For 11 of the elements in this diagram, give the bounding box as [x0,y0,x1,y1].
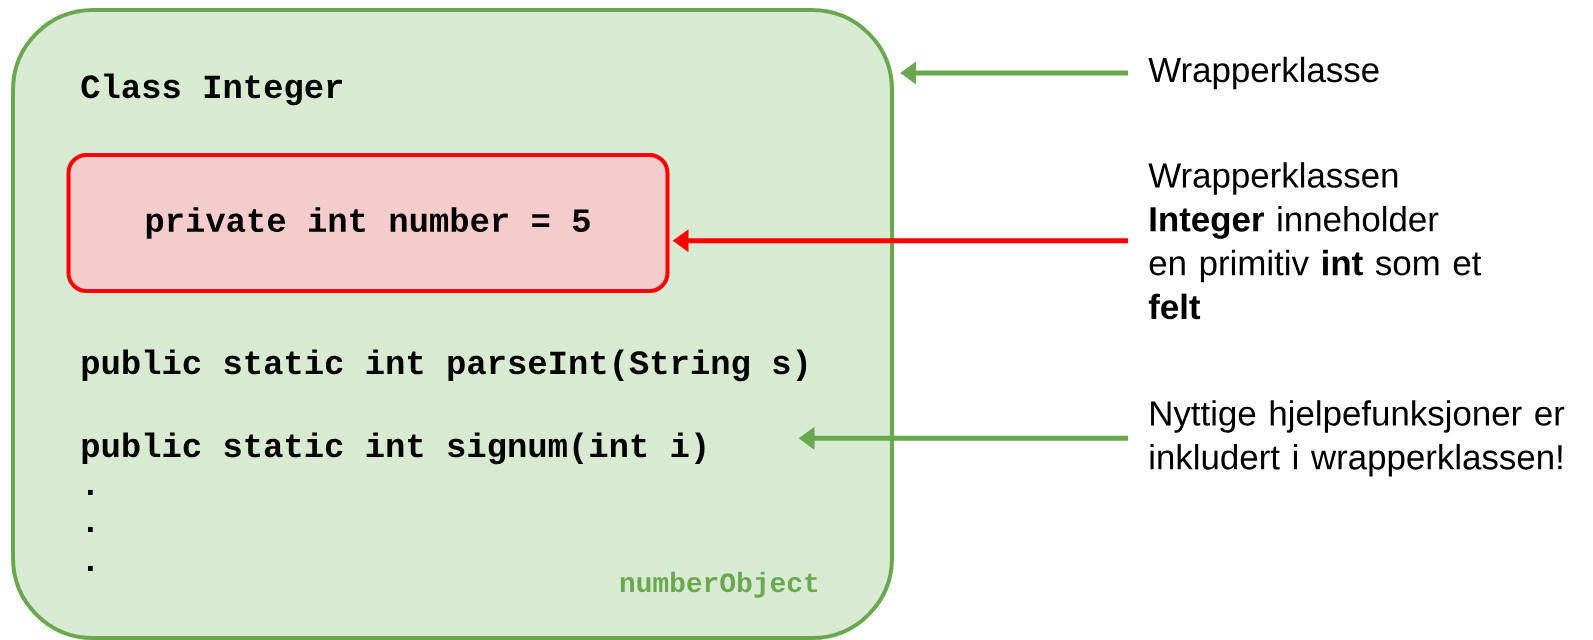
object-name: numberObject [620,571,818,598]
ellipsis-dot: . [88,489,93,495]
ellipsis-dot: . [88,565,93,571]
class-heading: Class Integer [81,73,342,106]
annotation-text: Wrapperklasse [1148,56,1379,90]
ellipsis-dot: . [88,526,93,532]
annotation-text: Nyttige hjelpefunksjoner er inkludert i wrapperklassen! [1150,400,1565,477]
method-signature: public static int parseInt(String s) [82,349,807,382]
field-box: private int number = 5 [66,153,670,293]
method-signature: public static int signum(int i) [82,432,705,465]
annotation-text: Wrapperklassen Integer inneholder en primitiv int som et felt [1148,162,1482,320]
